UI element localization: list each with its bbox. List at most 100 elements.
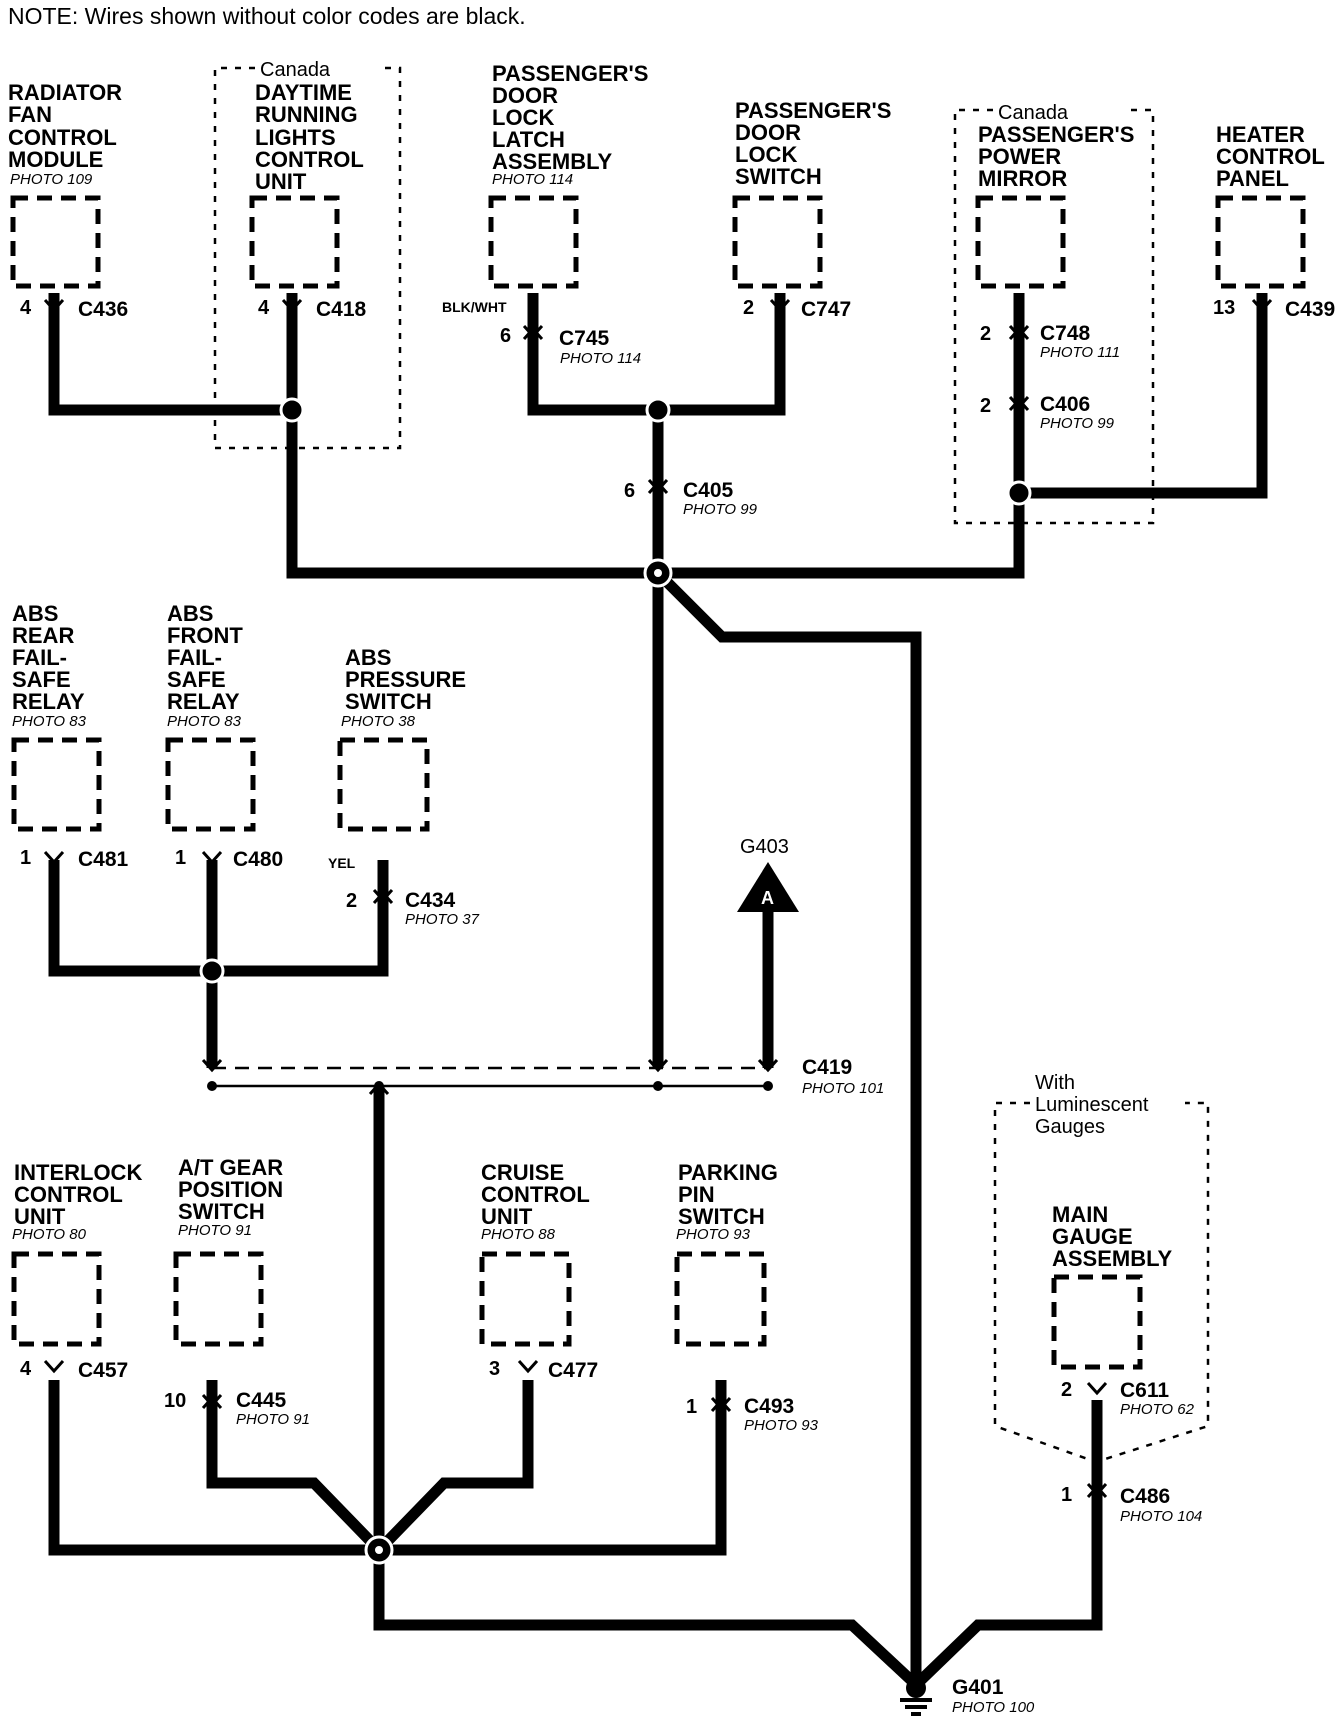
component-power-mirror: PASSENGER'S POWER MIRROR 2 C748 PHOTO 11… bbox=[975, 122, 1134, 361]
note-text: NOTE: Wires shown without color codes ar… bbox=[8, 3, 526, 29]
region-canada-mirror-label: Canada bbox=[998, 102, 1069, 124]
ground-g401: G401 PHOTO 100 bbox=[900, 1676, 1035, 1716]
splices bbox=[199, 397, 1032, 1565]
connector-label: C406 bbox=[1040, 393, 1090, 416]
component-label-line: CONTROL bbox=[1216, 144, 1325, 169]
component-label-line: INTERLOCK bbox=[14, 1160, 142, 1185]
connector-symbol bbox=[647, 478, 669, 493]
connector-photo: PHOTO 111 bbox=[1040, 344, 1120, 361]
terminal-symbol bbox=[43, 1359, 65, 1374]
ground-node bbox=[906, 1678, 926, 1698]
region-luminescent-line-3: Gauges bbox=[1035, 1116, 1105, 1138]
connector-symbol bbox=[372, 888, 394, 903]
terminal-symbol bbox=[43, 298, 65, 313]
component-box bbox=[975, 195, 1066, 289]
component-label-line: CONTROL bbox=[255, 147, 364, 172]
component-label-line: UNIT bbox=[481, 1204, 533, 1229]
component-label-line: ABS bbox=[12, 601, 58, 626]
connector-symbol bbox=[1008, 324, 1030, 339]
ground-icon bbox=[900, 1698, 932, 1702]
component-photo: PHOTO 88 bbox=[481, 1226, 556, 1243]
component-interlock: INTERLOCK CONTROL UNIT PHOTO 80 4 C457 bbox=[11, 1160, 142, 1382]
component-label-line: LIGHTS bbox=[255, 125, 336, 150]
component-abs-rear: ABS REAR FAIL- SAFE RELAY PHOTO 83 1 C48… bbox=[11, 601, 129, 871]
component-photo: PHOTO 83 bbox=[167, 713, 242, 730]
component-heater-panel: HEATER CONTROL PANEL 13 C439 bbox=[1213, 122, 1335, 321]
component-label-line: SAFE bbox=[12, 667, 71, 692]
c419-photo-label: PHOTO 101 bbox=[802, 1080, 884, 1097]
pin-number: 13 bbox=[1213, 297, 1235, 319]
connector-label: C434 bbox=[405, 889, 456, 912]
wires bbox=[48, 293, 1268, 1686]
component-label-line: A/T GEAR bbox=[178, 1155, 283, 1180]
connector-photo: PHOTO 62 bbox=[1120, 1401, 1195, 1418]
component-label-line: CRUISE bbox=[481, 1160, 564, 1185]
terminal-symbol bbox=[1251, 298, 1273, 313]
connector-symbol bbox=[647, 480, 669, 495]
connector-symbol bbox=[372, 890, 394, 905]
component-label-line: SWITCH bbox=[345, 689, 432, 714]
pin-number: 10 bbox=[164, 1390, 186, 1412]
pin-number: 2 bbox=[980, 323, 991, 345]
component-door-lock-latch: PASSENGER'S DOOR LOCK LATCH ASSEMBLY PHO… bbox=[442, 61, 648, 367]
component-label-line: MAIN bbox=[1052, 1202, 1108, 1227]
terminal-symbol bbox=[517, 1359, 539, 1374]
component-radiator-fan: RADIATOR FAN CONTROL MODULE PHOTO 109 4 … bbox=[8, 80, 128, 321]
component-label-line: POSITION bbox=[178, 1177, 283, 1202]
terminal-symbol bbox=[1086, 1381, 1108, 1396]
connector-symbol bbox=[710, 1398, 732, 1413]
ground-symbol-letter: A bbox=[761, 888, 774, 908]
component-label-line: PRESSURE bbox=[345, 667, 466, 692]
component-label-line: HEATER bbox=[1216, 122, 1305, 147]
component-box bbox=[337, 737, 430, 832]
connector-label: C611 bbox=[1120, 1379, 1169, 1402]
component-label-line: ABS bbox=[167, 601, 213, 626]
component-photo: PHOTO 91 bbox=[178, 1222, 252, 1239]
component-label-line: POWER bbox=[978, 144, 1061, 169]
region-luminescent-line-1: With bbox=[1035, 1072, 1075, 1094]
region-canada-drl: Canada bbox=[213, 59, 402, 450]
connector-symbol bbox=[522, 324, 544, 339]
component-label-line: SWITCH bbox=[735, 164, 822, 189]
connector-symbol bbox=[710, 1396, 732, 1411]
connector-photo: PHOTO 104 bbox=[1120, 1508, 1202, 1525]
component-label-line: LATCH bbox=[492, 127, 565, 152]
terminal-symbol bbox=[769, 298, 791, 313]
connector-symbol bbox=[522, 326, 544, 341]
component-box bbox=[479, 1251, 572, 1347]
component-box bbox=[173, 1251, 264, 1347]
component-photo: PHOTO 80 bbox=[12, 1226, 87, 1243]
ground-triangle-icon bbox=[737, 862, 799, 912]
component-label-line: RELAY bbox=[12, 689, 85, 714]
connector-photo: PHOTO 93 bbox=[744, 1417, 819, 1434]
ground-label: G403 bbox=[740, 836, 789, 858]
connector-symbol bbox=[1086, 1482, 1108, 1497]
pin-number: 1 bbox=[686, 1396, 697, 1418]
component-at-gear: A/T GEAR POSITION SWITCH PHOTO 91 10 C44… bbox=[164, 1155, 310, 1428]
component-label-line: RADIATOR bbox=[8, 80, 122, 105]
terminal-symbol bbox=[43, 850, 65, 865]
pin-number: 4 bbox=[258, 297, 270, 319]
connector-label: C439 bbox=[1285, 298, 1335, 321]
pin-number: 6 bbox=[500, 325, 511, 347]
ground-g403: G403 A bbox=[737, 836, 799, 912]
component-label-line: PARKING bbox=[678, 1160, 778, 1185]
component-label-line: MIRROR bbox=[978, 166, 1067, 191]
connector-label: C493 bbox=[744, 1395, 794, 1418]
component-label-line: RUNNING bbox=[255, 102, 358, 127]
splice-s3 bbox=[645, 397, 671, 423]
ground-photo: PHOTO 100 bbox=[952, 1699, 1035, 1716]
pin-number: 3 bbox=[489, 1358, 500, 1380]
connector-label: C748 bbox=[1040, 322, 1091, 345]
connector-label: C747 bbox=[801, 298, 851, 321]
component-abs-pressure: ABS PRESSURE SWITCH PHOTO 38 YEL 2 C434 … bbox=[328, 645, 480, 928]
component-label-line: MODULE bbox=[8, 147, 103, 172]
component-label-line: UNIT bbox=[255, 169, 307, 194]
component-label-line: PANEL bbox=[1216, 166, 1289, 191]
connector-label: C745 bbox=[559, 327, 610, 350]
connector-label: C481 bbox=[78, 848, 129, 871]
component-label-line: DAYTIME bbox=[255, 80, 352, 105]
ground-label: G401 bbox=[952, 1676, 1004, 1699]
connector-photo: PHOTO 37 bbox=[405, 911, 480, 928]
component-drl-unit: DAYTIME RUNNING LIGHTS CONTROL UNIT 4 C4… bbox=[249, 80, 367, 321]
